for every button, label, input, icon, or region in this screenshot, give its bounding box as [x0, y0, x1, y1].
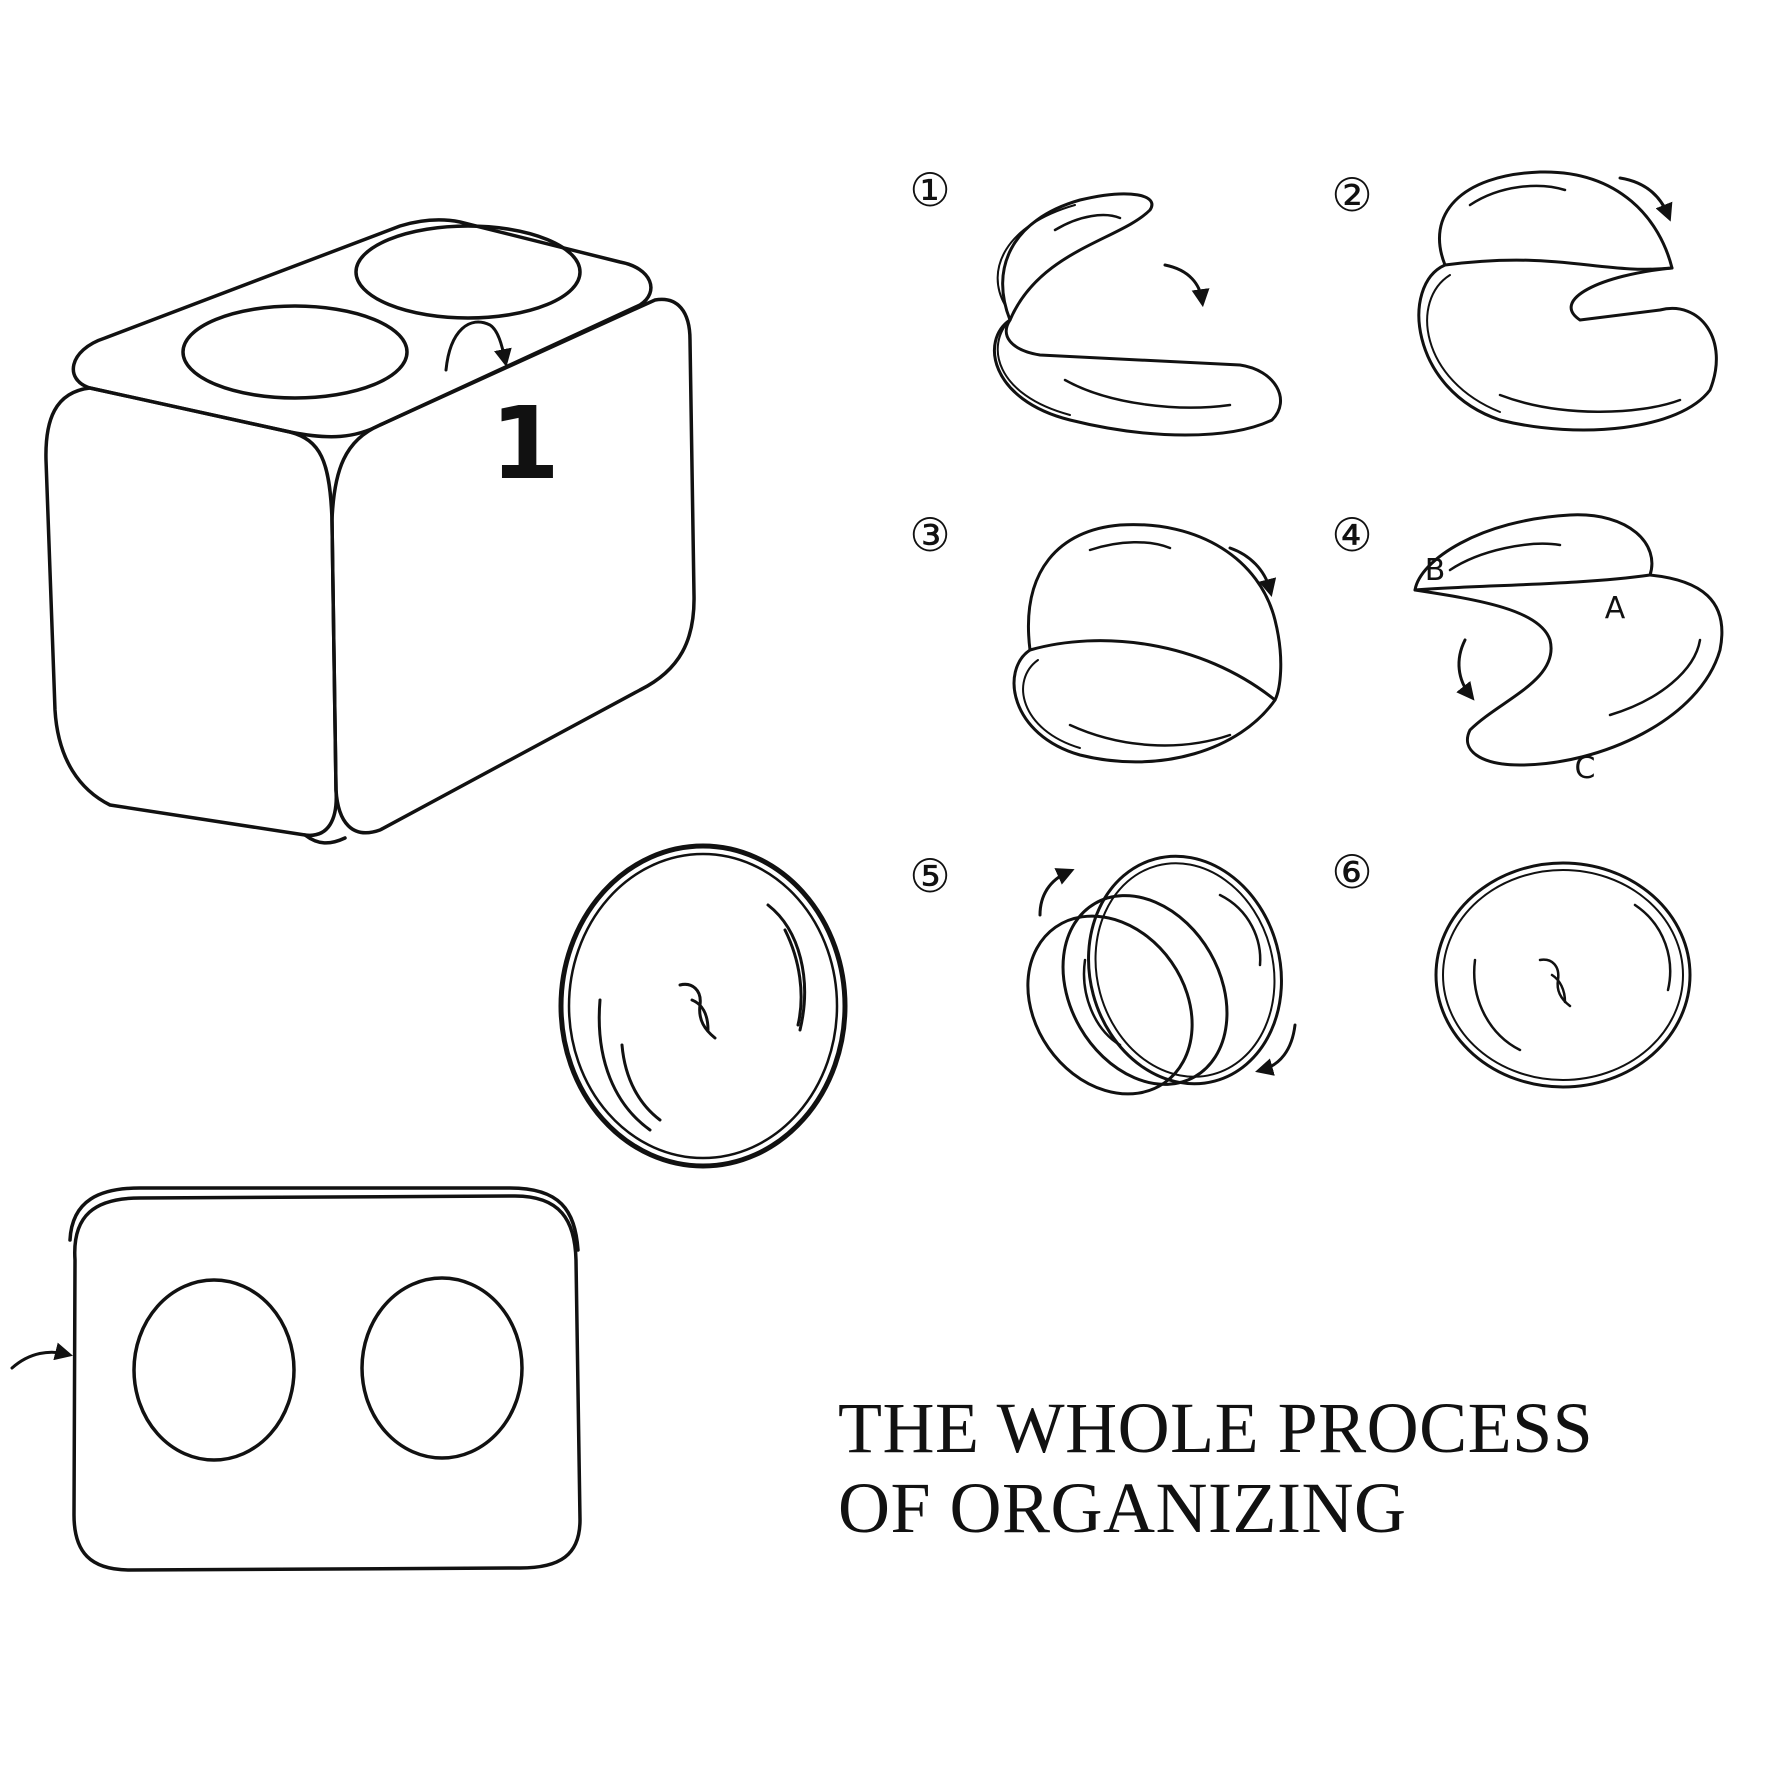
step-1-number: ①: [909, 163, 950, 217]
step-6-number: ⑥: [1331, 845, 1372, 899]
cube-top-hole-right: [354, 224, 582, 320]
title-line-2: OF ORGANIZING: [838, 1468, 1407, 1548]
step-5: ⑤: [909, 849, 1297, 1096]
cube-top-hole-left: [181, 304, 409, 400]
folded-flat-unit: [10, 1186, 582, 1572]
step-4-arrow: [1456, 638, 1475, 701]
step-2-number: ②: [1331, 168, 1372, 222]
step-4-number: ④: [1331, 508, 1372, 562]
folded-round-disc: [558, 843, 848, 1169]
cube-rotate-arrow: [444, 320, 512, 372]
step-1: ①: [909, 163, 1283, 437]
flat-unit-back-layer: [68, 1186, 580, 1252]
storage-cube-open: 1: [44, 218, 696, 845]
cube-left-face: [44, 386, 338, 837]
step-6: ⑥: [1331, 845, 1692, 1089]
flat-unit-hole-right: [360, 1276, 524, 1460]
step-3-arrow: [1228, 546, 1277, 597]
step-4-point-a: A: [1605, 591, 1626, 626]
step-2-arrow: [1618, 176, 1673, 222]
flat-unit-hole-left: [132, 1278, 296, 1462]
step-5-arrow-down: [1255, 1023, 1297, 1076]
flat-unit-body: [72, 1194, 582, 1572]
title-line-1: THE WHOLE PROCESS: [838, 1388, 1594, 1468]
flat-unit-insert-arrow: [10, 1342, 73, 1370]
step-2: ②: [1331, 168, 1718, 432]
cube-number-label: 1: [490, 385, 560, 502]
diagram-title: THE WHOLE PROCESS OF ORGANIZING: [838, 1388, 1658, 1548]
step-3-number: ③: [909, 508, 950, 562]
step-4-point-c: C: [1575, 751, 1596, 786]
step-5-number: ⑤: [909, 849, 950, 903]
step-1-arrow: [1163, 263, 1210, 308]
step-5-arrow-up: [1038, 868, 1075, 917]
cube-right-face: [330, 297, 696, 835]
step-4: ④ B A C: [1331, 508, 1724, 786]
step-3: ③: [909, 508, 1283, 764]
step-4-point-b: B: [1425, 553, 1446, 588]
